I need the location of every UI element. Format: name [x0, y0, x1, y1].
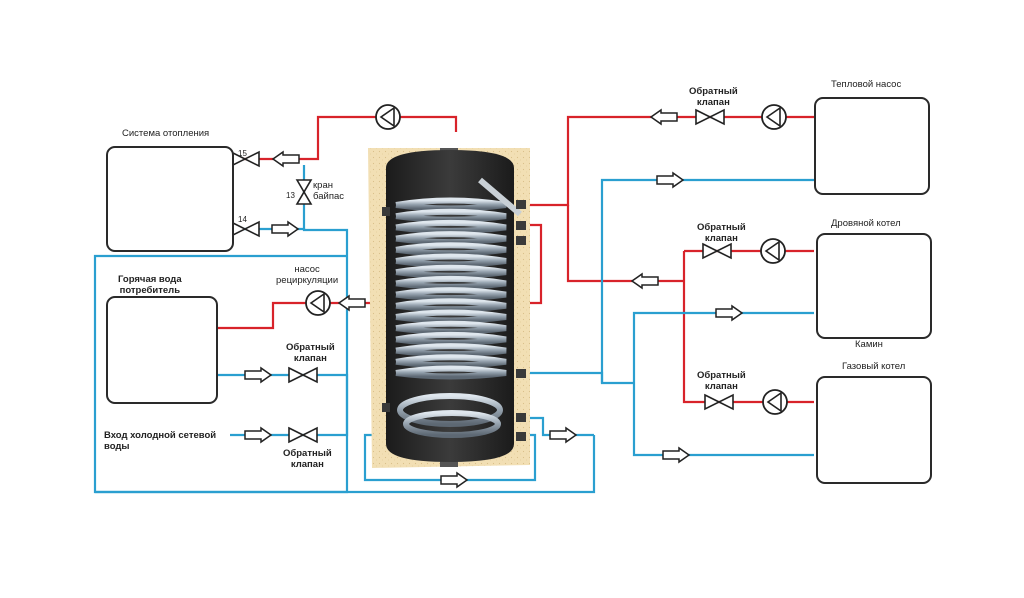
heating-system-box — [106, 146, 234, 252]
coil-turn — [395, 320, 507, 335]
hot-water-consumer-pipe — [214, 301, 320, 330]
valve-icon — [695, 108, 725, 126]
flow-arrow-icon — [715, 304, 744, 322]
gas-boiler-box — [816, 376, 932, 484]
coil-turn — [395, 365, 507, 380]
pump-icon — [760, 238, 786, 264]
heating-system-label: Система отопления — [122, 128, 210, 139]
hot-branch-pipe — [566, 205, 684, 283]
coil-turn — [395, 343, 507, 358]
check-valve-wood-label: Обратный клапан — [697, 222, 746, 244]
coil-turn — [395, 242, 507, 257]
flow-arrow-icon — [271, 150, 300, 168]
check-valve-cold-label: Обратный клапан — [283, 448, 332, 470]
storage-tank — [368, 148, 530, 468]
lower-coil-turn — [403, 410, 501, 438]
coil-turn — [395, 219, 507, 234]
lower-coil-turn — [397, 393, 503, 427]
sensor-rod — [478, 177, 522, 217]
flow-arrow-icon — [440, 471, 469, 489]
heat-exchanger-coil — [395, 197, 507, 438]
wood-boiler-box — [816, 233, 932, 339]
check-valve-heatpump-label: Обратный клапан — [689, 86, 738, 108]
gas-boiler-label: Газовый котел — [842, 361, 906, 372]
pump-icon — [305, 290, 331, 316]
flow-arrow-icon — [656, 171, 685, 189]
heatpump-return-pipe — [600, 178, 814, 383]
coil-turn — [395, 253, 507, 268]
check-valve-gas-label: Обратный клапан — [697, 370, 746, 392]
valve-icon — [288, 426, 318, 444]
pump-icon — [375, 104, 401, 130]
valves — [230, 108, 734, 444]
flow-arrow-icon — [649, 108, 678, 126]
flow-arrow-icon — [662, 446, 691, 464]
hot-collector-pipe — [523, 115, 814, 207]
pump-icon — [762, 389, 788, 415]
cold-pipes — [93, 165, 814, 494]
valve-14-label: 14 — [238, 215, 247, 224]
tank-ports — [382, 200, 526, 441]
coil-turn — [395, 287, 507, 302]
hot-water-consumer-box — [106, 296, 218, 404]
heat-pump-box — [814, 97, 930, 195]
right-collector-pipe — [523, 371, 634, 385]
flow-arrow-icon — [337, 294, 366, 312]
valve-icon — [704, 393, 734, 411]
heat-pump-label: Тепловой насос — [831, 79, 902, 90]
flow-arrow-icon — [630, 272, 659, 290]
coil-turn — [395, 331, 507, 346]
valve-icon — [295, 179, 313, 205]
flow-arrows — [244, 108, 744, 489]
coil-turn — [395, 275, 507, 290]
coil-turn — [395, 231, 507, 246]
coil-turn — [395, 264, 507, 279]
bottom-loop-pipe — [95, 435, 596, 494]
valve-icon — [288, 366, 318, 384]
coil-turn — [395, 354, 507, 369]
valve-icon — [702, 242, 732, 260]
flow-arrow-icon — [271, 220, 300, 238]
cold-water-input-label: Вход холодной сетевой воды — [104, 430, 217, 452]
coil-turn — [395, 298, 507, 313]
fireplace-label: Камин — [855, 339, 883, 350]
valve-15-label: 15 — [238, 149, 247, 158]
flow-arrow-icon — [244, 426, 273, 444]
recirculation-pump-label: насос рециркуляции — [276, 264, 339, 286]
hot-water-consumer-label: Горячая вода потребитель — [118, 274, 182, 296]
wood-boiler-label: Дровяной котел — [831, 218, 901, 229]
coil-turn — [395, 309, 507, 324]
bypass-valve-label: кран байпас — [313, 180, 344, 202]
consumer-cold-pipe — [214, 373, 349, 437]
coil-turn — [395, 208, 507, 223]
flow-arrow-icon — [549, 426, 578, 444]
pump-icon — [761, 104, 787, 130]
valve-13-label: 13 — [286, 191, 295, 200]
pumps — [305, 104, 788, 415]
check-valve-hw-label: Обратный клапан — [286, 342, 335, 364]
flow-arrow-icon — [244, 366, 273, 384]
